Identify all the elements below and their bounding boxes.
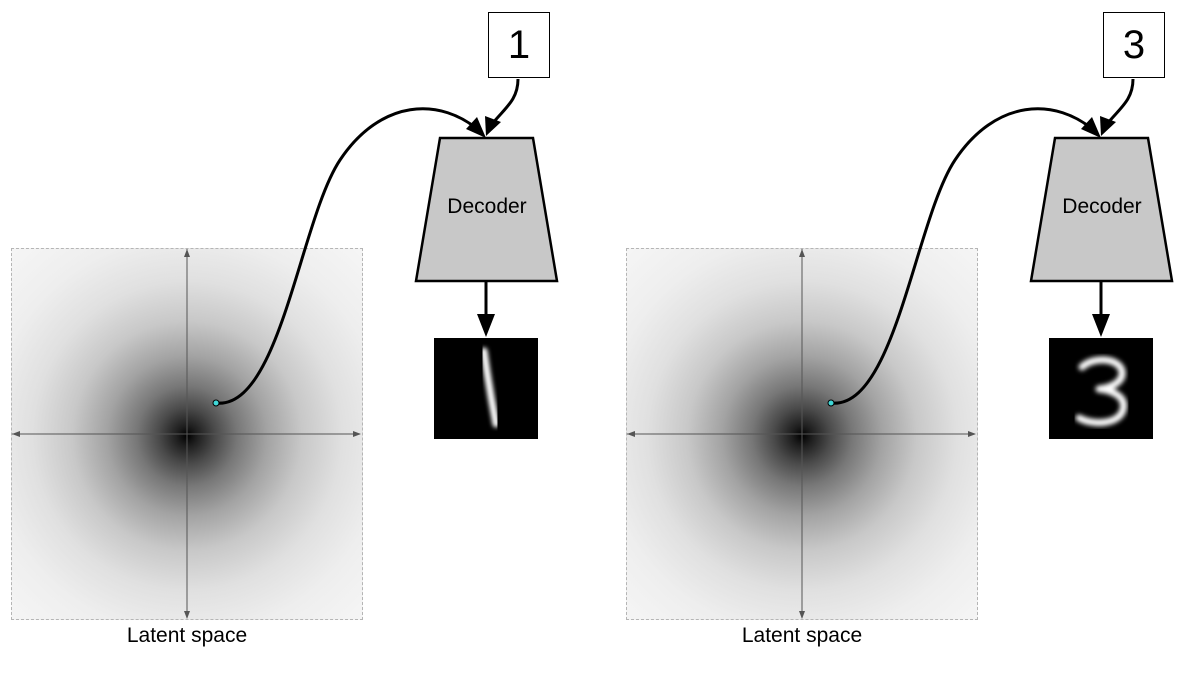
label-arrowhead [1100, 116, 1116, 136]
curve-arrowhead [1081, 117, 1101, 138]
mnist-digit-image [434, 338, 538, 439]
digit-label-box: 1 [488, 12, 550, 78]
label-arrowhead [485, 116, 501, 136]
decoder-label: Decoder [447, 195, 527, 218]
mnist-digit-image [1049, 338, 1153, 439]
latent-y-axis-arrowhead-top [184, 249, 190, 257]
latent-x-axis-arrowhead-right [353, 431, 361, 437]
latent-y-axis-arrowhead-top [799, 249, 805, 257]
latent-point-dot [827, 399, 835, 407]
label-to-decoder-arrow [1105, 78, 1135, 125]
latent-x-axis-arrowhead-right [968, 431, 976, 437]
latent-to-decoder-curve [830, 107, 1099, 405]
output-arrowhead [477, 314, 495, 337]
output-arrowhead [1092, 314, 1110, 337]
latent-to-decoder-curve [215, 107, 484, 405]
label-to-decoder-arrow [490, 78, 520, 125]
latent-x-axis-arrowhead-left [12, 431, 20, 437]
latent-point-dot [212, 399, 220, 407]
panel-1-overlay [12, 78, 559, 619]
panel-digit-1: 1 Decoder Latent space [11, 12, 559, 647]
panel-digit-3: 3 Decoder Latent space [615, 0, 1190, 674]
curve-arrowhead [466, 117, 486, 138]
latent-space-label: Latent space [741, 624, 863, 647]
digit-label-box: 3 [1103, 12, 1165, 78]
decoder-block [1029, 136, 1174, 283]
latent-y-axis-arrowhead-bottom [799, 611, 805, 619]
decoder-block [414, 136, 559, 283]
latent-space-label: Latent space [126, 624, 248, 647]
decoder-label: Decoder [1062, 195, 1142, 218]
latent-y-axis-arrowhead-bottom [184, 611, 190, 619]
panel-2-overlay [627, 78, 1174, 619]
latent-x-axis-arrowhead-left [627, 431, 635, 437]
